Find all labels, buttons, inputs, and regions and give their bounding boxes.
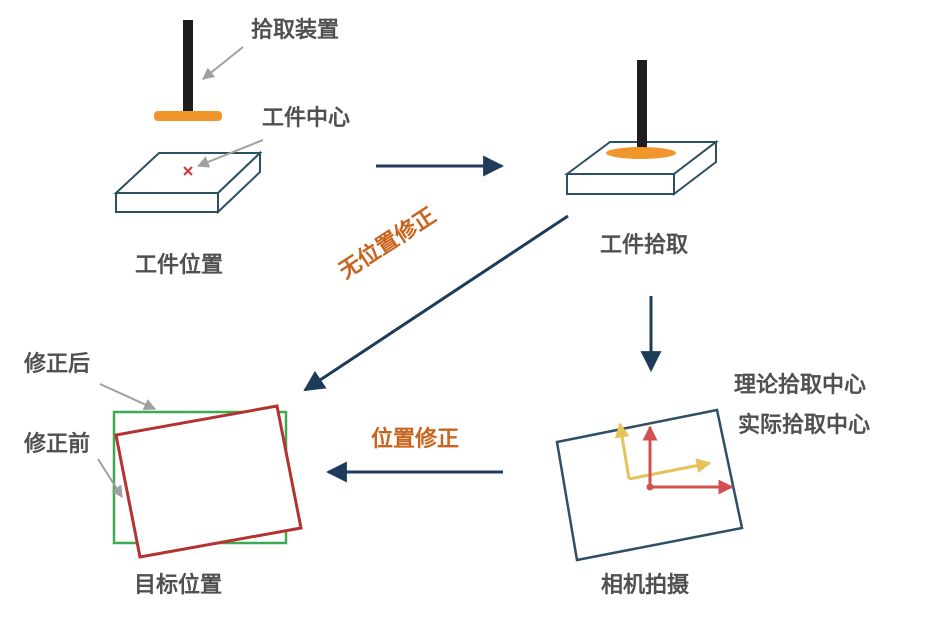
workpiece-side-face [217, 150, 261, 215]
pickup-pad [154, 111, 222, 121]
target-position-label: 目标位置 [134, 573, 223, 598]
picked-workpiece-side-face [673, 139, 717, 197]
picked-rod [637, 60, 647, 152]
theoretical-pickup-center-label: 理论拾取中心 [734, 373, 867, 398]
uncorrected-position-rect [114, 404, 303, 559]
actual-pickup-center-label: 实际拾取中心 [738, 413, 871, 438]
workpiece-pickup-label: 工件拾取 [600, 233, 689, 258]
flow-arrow-no-correction [303, 214, 569, 392]
before-correction-label: 修正前 [24, 432, 91, 457]
actual-pickup-origin [646, 483, 654, 491]
before-correction-pointer [97, 458, 123, 499]
stage-camera-capture [555, 408, 744, 562]
workpiece-center-mark [183, 166, 193, 176]
workpiece-front-face [115, 192, 219, 213]
stage-target-position [97, 383, 303, 559]
workpiece-center-pointer [196, 139, 264, 168]
pickup-device-label: 拾取装置 [251, 18, 340, 43]
picked-pad [606, 147, 676, 159]
after-correction-pointer [99, 383, 157, 410]
after-correction-label: 修正后 [24, 352, 91, 377]
actual-pickup-axes [642, 425, 734, 495]
theoretical-pickup-axes [614, 422, 712, 481]
position-correction-label: 位置修正 [371, 427, 460, 452]
stage-workpiece-position [113, 20, 264, 215]
stage-workpiece-pickup [563, 60, 719, 197]
picked-workpiece-front-face [566, 173, 675, 195]
workpiece-center-label: 工件中心 [262, 106, 351, 131]
camera-capture-label: 相机拍摄 [601, 573, 690, 598]
pickup-rod [183, 20, 193, 114]
pickup-device-pointer [202, 46, 244, 80]
workpiece-position-label: 工件位置 [135, 253, 224, 278]
